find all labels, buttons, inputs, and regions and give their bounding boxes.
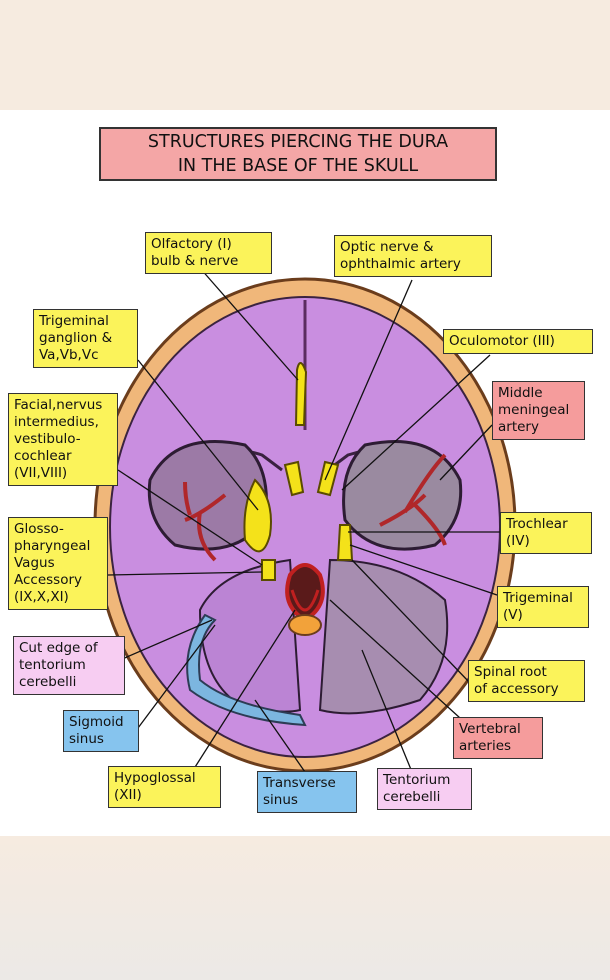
label-olfactory: Olfactory (I) bulb & nerve <box>145 232 272 274</box>
label-transverse-sinus: Transverse sinus <box>257 771 357 813</box>
label-vertebral-arteries: Vertebral arteries <box>453 717 543 759</box>
transverse-sigmoid-sinus <box>186 613 307 727</box>
label-trigeminal-v: Trigeminal (V) <box>497 586 589 628</box>
middle-meningeal-artery-right <box>379 453 447 546</box>
label-trochlear: Trochlear (IV) <box>500 512 592 554</box>
label-trigeminal-ganglion: Trigeminal ganglion & Va,Vb,Vc <box>33 309 138 368</box>
vertebral-arteries <box>290 589 320 612</box>
trigeminal-ganglion <box>243 478 272 553</box>
label-sigmoid-sinus: Sigmoid sinus <box>63 710 139 752</box>
foramen-magnum <box>285 563 325 623</box>
bottom-margin <box>0 836 610 980</box>
label-glossopharyngeal-vagus-accessory: Glosso- pharyngeal Vagus Accessory (IX,X… <box>8 517 108 610</box>
diagram-title: STRUCTURES PIERCING THE DURA IN THE BASE… <box>99 127 497 181</box>
middle-meningeal-artery-left <box>183 481 227 562</box>
label-oculomotor: Oculomotor (III) <box>443 329 593 354</box>
cranial-nerve-roots-right <box>336 524 354 561</box>
title-line-2: IN THE BASE OF THE SKULL <box>177 156 419 176</box>
optic-nerves <box>283 460 340 497</box>
label-middle-meningeal-artery: Middle meningeal artery <box>492 381 585 440</box>
label-hypoglossal: Hypoglossal (XII) <box>108 766 221 808</box>
brainstem-stump <box>288 614 322 636</box>
label-spinal-root-accessory: Spinal root of accessory <box>468 660 585 702</box>
olfactory-bulb <box>294 362 308 426</box>
label-cut-edge-tentorium: Cut edge of tentorium cerebelli <box>13 636 125 695</box>
label-optic: Optic nerve & ophthalmic artery <box>334 235 492 277</box>
label-tentorium-cerebelli: Tentorium cerebelli <box>377 768 472 810</box>
top-margin <box>0 0 610 110</box>
cranial-nerve-roots-left <box>261 559 276 581</box>
leader-lines <box>107 267 500 776</box>
label-facial-vestibulocochlear: Facial,nervus intermedius, vestibulo- co… <box>8 393 118 486</box>
title-line-1: STRUCTURES PIERCING THE DURA <box>147 132 449 152</box>
